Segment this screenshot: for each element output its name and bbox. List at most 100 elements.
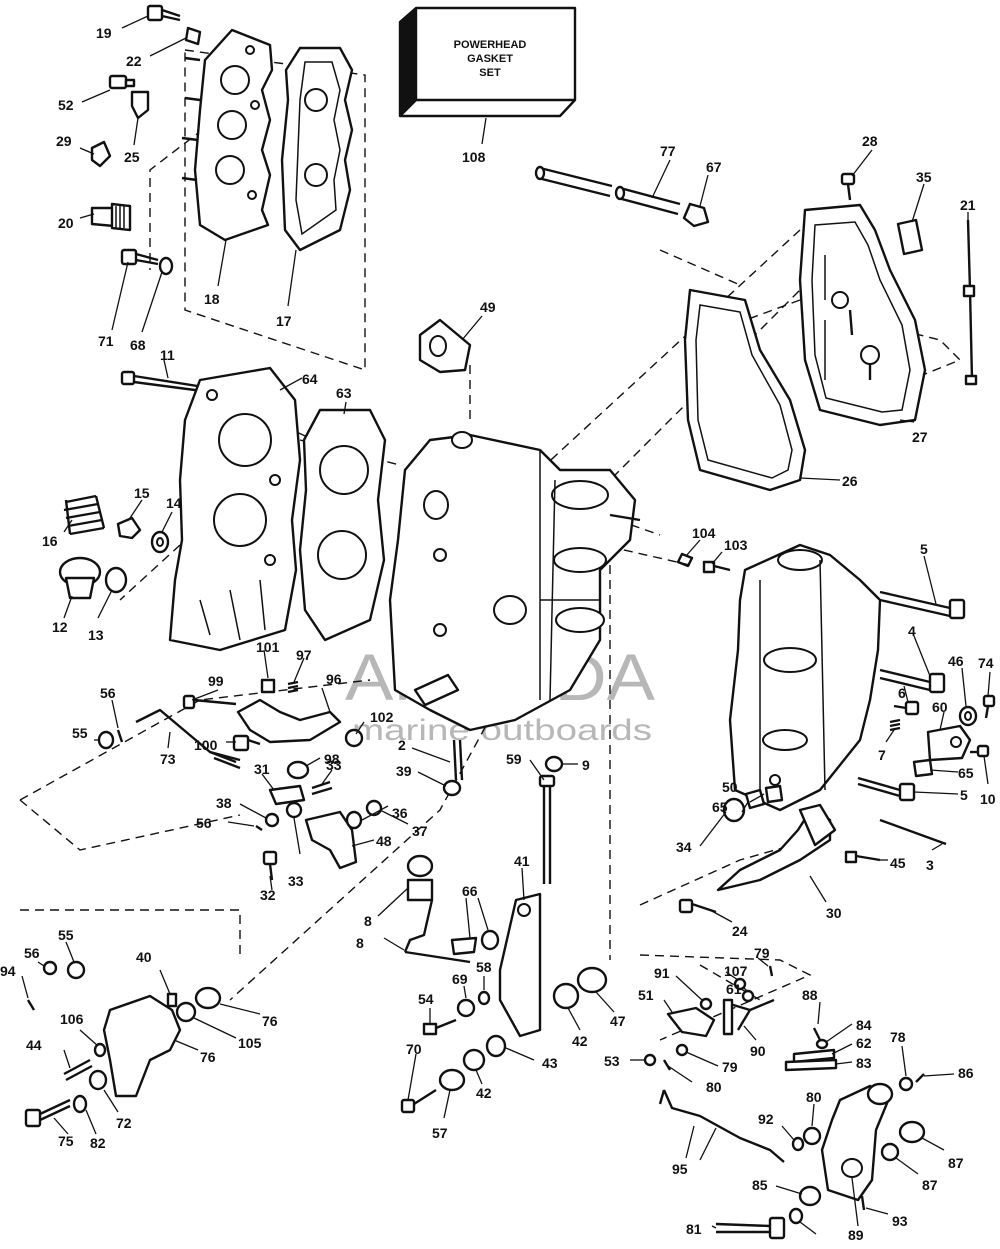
part-washer-55 [97,730,115,750]
callout: 81 [686,1221,702,1237]
part-pin-56 [116,729,124,743]
callout: 20 [58,215,74,231]
callout: 74 [978,655,994,671]
callout: 84 [856,1017,872,1033]
part-fitting-65 [912,758,934,778]
part-washer-40 [194,986,222,1010]
callout: 55 [58,927,74,943]
callout: 47 [610,1013,626,1029]
part-washer-47-b [576,966,608,994]
callout: 97 [296,647,312,663]
callout-labels: 19 22 52 29 25 20 18 17 71 68 11 64 63 4… [0,25,996,1243]
callout: 5 [960,787,968,803]
part-sensor-20 [90,202,132,232]
callout: 51 [638,987,654,1003]
part-nut-57 [66,960,86,980]
callout: 10 [980,791,996,807]
callout: 6 [898,685,906,701]
gasket-set-label-line2: GASKET [467,53,513,65]
callout: 79 [754,945,770,961]
part-link-31 [268,784,306,806]
part-spring-16 [63,494,106,536]
part-rod-3 [879,818,947,846]
callout: 56 [100,685,116,701]
callout: 107 [724,963,748,979]
callout: 83 [856,1055,872,1071]
callout: 75 [58,1133,74,1149]
callout: 65 [958,765,974,781]
part-pin-56-c [26,999,36,1011]
callout: 96 [326,671,342,687]
part-bolt-99 [182,694,237,710]
part-washer-55-b [42,960,58,976]
part-screw-90 [812,1027,822,1041]
part-bolt-72 [24,1098,71,1128]
part-spring-7 [889,718,901,732]
part-screw-45 [844,850,881,864]
part-pin-94 [166,992,178,1008]
part-cover-18 [181,28,274,242]
part-pin-85 [860,1195,866,1211]
callout: 31 [254,761,270,777]
part-clip-22 [184,26,202,46]
part-bushing-76 [175,1001,197,1023]
part-cylinder-block [388,431,641,732]
part-bolt-32 [262,850,278,881]
callout: 42 [476,1085,492,1101]
callout: 65 [712,799,728,815]
part-arm-41 [498,892,542,1038]
callout: 21 [960,197,976,213]
part-washer-81 [788,1207,804,1225]
callout: 102 [370,709,394,725]
leader-lines [21,15,991,1235]
callout: 2 [398,737,406,753]
callout: 98 [324,751,340,767]
callout: 7 [878,747,886,763]
part-gasket-17 [280,46,354,252]
part-valve-15 [116,516,142,540]
callout: 8 [356,935,364,951]
callout: 42 [572,1033,588,1049]
part-bolt-59 [538,774,556,884]
part-bushing-69 [456,998,476,1018]
part-bushing-76-b [88,1069,108,1091]
callout: 95 [672,1161,688,1177]
callout: 100 [194,737,218,753]
part-washer-91 [741,989,755,1003]
callout: 32 [260,887,276,903]
callout: 68 [130,337,146,353]
part-bolt-5 [879,590,966,620]
callout: 79 [722,1059,738,1075]
part-bushing-8 [406,854,434,902]
part-nut-83 [675,1043,689,1057]
part-bolt-4 [879,668,946,694]
callout: 56 [196,815,212,831]
part-arm-41-hole [517,903,531,917]
callout: 14 [166,495,182,511]
part-nut-105 [93,1042,107,1058]
part-wire-21 [962,219,978,386]
part-washer-34 [722,797,746,823]
callout: 33 [288,873,304,889]
part-bracket-29 [90,140,112,168]
part-ring-13 [104,566,128,594]
part-washer-38 [264,812,280,828]
callout: 56 [24,945,40,961]
callout: 67 [706,159,722,175]
part-thermostat-12 [58,556,102,600]
part-nut-36 [345,810,363,830]
part-bushing-98 [286,760,310,780]
part-bolt-100 [232,734,261,752]
callout: 91 [654,965,670,981]
parts [24,4,996,1240]
callout: 11 [160,347,175,363]
part-plate-62 [784,1058,838,1072]
callout: 45 [890,855,906,871]
part-washer-47 [438,1068,466,1092]
part-clip-84 [792,1048,836,1064]
callout: 27 [912,429,928,445]
callout: 41 [514,853,530,869]
callout: 92 [758,1111,774,1127]
callout: 60 [932,699,948,715]
callout: 24 [732,923,748,939]
